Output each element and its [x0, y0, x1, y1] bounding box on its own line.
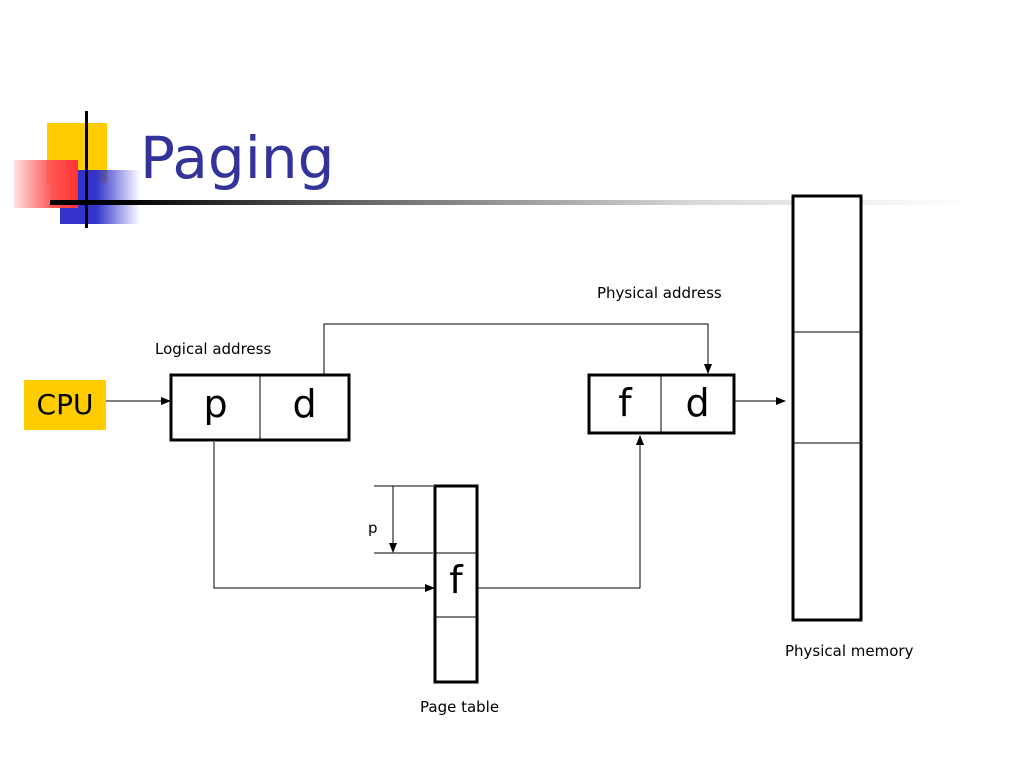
offset-d-path — [323, 323, 712, 375]
physical-offset: d — [685, 381, 710, 425]
logical-offset: d — [292, 382, 317, 426]
cpu-box: CPU — [24, 380, 106, 430]
frame-number-path — [477, 435, 644, 589]
page-number-path — [213, 442, 435, 592]
physical-memory-label: Physical memory — [785, 642, 914, 660]
title-underline — [50, 200, 970, 205]
logical-page-number: p — [203, 382, 228, 426]
slide-title: Paging — [140, 124, 335, 192]
page-table-frame-entry: f — [449, 558, 463, 602]
page-table-box — [433, 484, 479, 684]
page-table-offset-label: p — [368, 519, 378, 537]
physical-frame-number: f — [618, 381, 632, 425]
physical-address-label: Physical address — [597, 284, 722, 302]
logical-address-label: Logical address — [155, 340, 272, 358]
physical-memory-box — [791, 194, 863, 622]
logo-vertical-rule — [85, 111, 88, 228]
page-table-label: Page table — [420, 698, 500, 716]
